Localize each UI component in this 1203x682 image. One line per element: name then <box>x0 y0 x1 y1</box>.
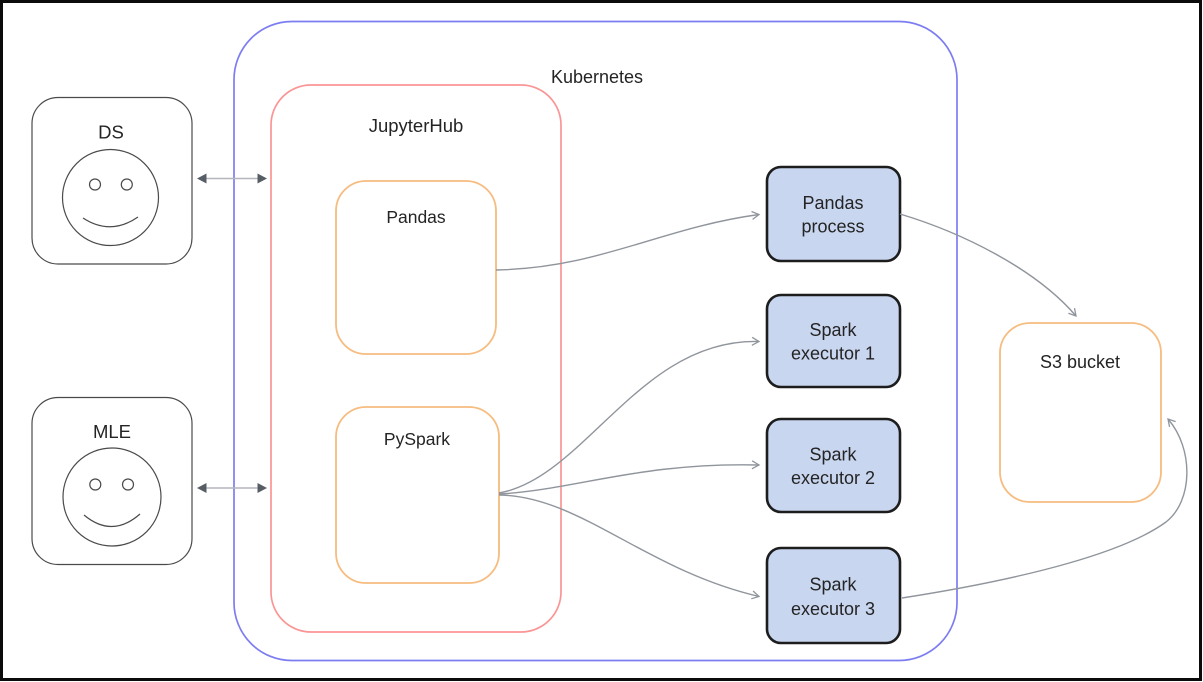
svg-text:MLE: MLE <box>93 421 131 442</box>
svg-text:PySpark: PySpark <box>384 429 450 449</box>
svg-text:S3 bucket: S3 bucket <box>1040 352 1120 372</box>
svg-text:Spark: Spark <box>809 445 857 465</box>
svg-text:JupyterHub: JupyterHub <box>369 115 464 136</box>
svg-text:Spark: Spark <box>809 575 857 595</box>
svg-text:executor 2: executor 2 <box>791 468 875 488</box>
svg-text:Pandas: Pandas <box>386 207 446 227</box>
svg-text:DS: DS <box>98 122 124 143</box>
svg-text:Pandas: Pandas <box>802 193 863 213</box>
svg-text:Spark: Spark <box>809 320 857 340</box>
svg-text:Kubernetes: Kubernetes <box>551 67 643 87</box>
svg-text:executor 1: executor 1 <box>791 344 875 364</box>
svg-text:executor 3: executor 3 <box>791 599 875 619</box>
svg-text:process: process <box>801 217 864 237</box>
